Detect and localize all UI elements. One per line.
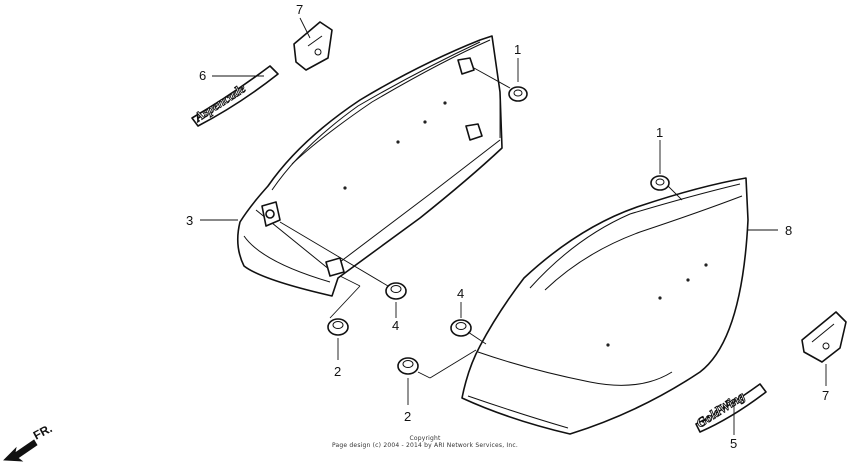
grommet-2-left xyxy=(327,318,349,336)
callout-2-left: 2 xyxy=(334,364,341,379)
emblem-5-goldwing: GoldWing xyxy=(693,383,767,433)
bracket-7-right xyxy=(801,311,847,363)
left-side-cover xyxy=(236,35,503,297)
grommet-1-lower xyxy=(650,175,670,191)
leader-lines xyxy=(200,17,827,435)
copyright-line-1: Copyright xyxy=(409,435,441,442)
callout-7-right: 7 xyxy=(822,388,829,403)
callout-7-top: 7 xyxy=(296,2,303,17)
emblem-left-text: Aspencade xyxy=(191,80,249,125)
callout-3: 3 xyxy=(186,213,193,228)
callout-4-left: 4 xyxy=(392,318,399,333)
callout-1-lower: 1 xyxy=(656,125,663,140)
callout-6: 6 xyxy=(199,68,206,83)
callout-labels: 1 1 2 2 3 4 4 5 6 7 7 8 xyxy=(186,2,829,451)
grommet-1-upper xyxy=(508,86,528,102)
grommet-4-left xyxy=(385,282,407,300)
callout-1-upper: 1 xyxy=(514,42,521,57)
right-side-cover xyxy=(461,177,749,435)
grommet-4-right xyxy=(450,319,472,337)
grommet-2-right xyxy=(397,357,419,375)
bracket-7-top xyxy=(293,21,333,71)
front-direction-arrow: FR. xyxy=(3,421,54,462)
callout-2-right: 2 xyxy=(404,409,411,424)
copyright-line-2: Page design (c) 2004 - 2014 by ARI Netwo… xyxy=(331,442,519,449)
callout-8: 8 xyxy=(785,223,792,238)
callout-4-right: 4 xyxy=(457,286,464,301)
callout-5: 5 xyxy=(730,436,737,451)
